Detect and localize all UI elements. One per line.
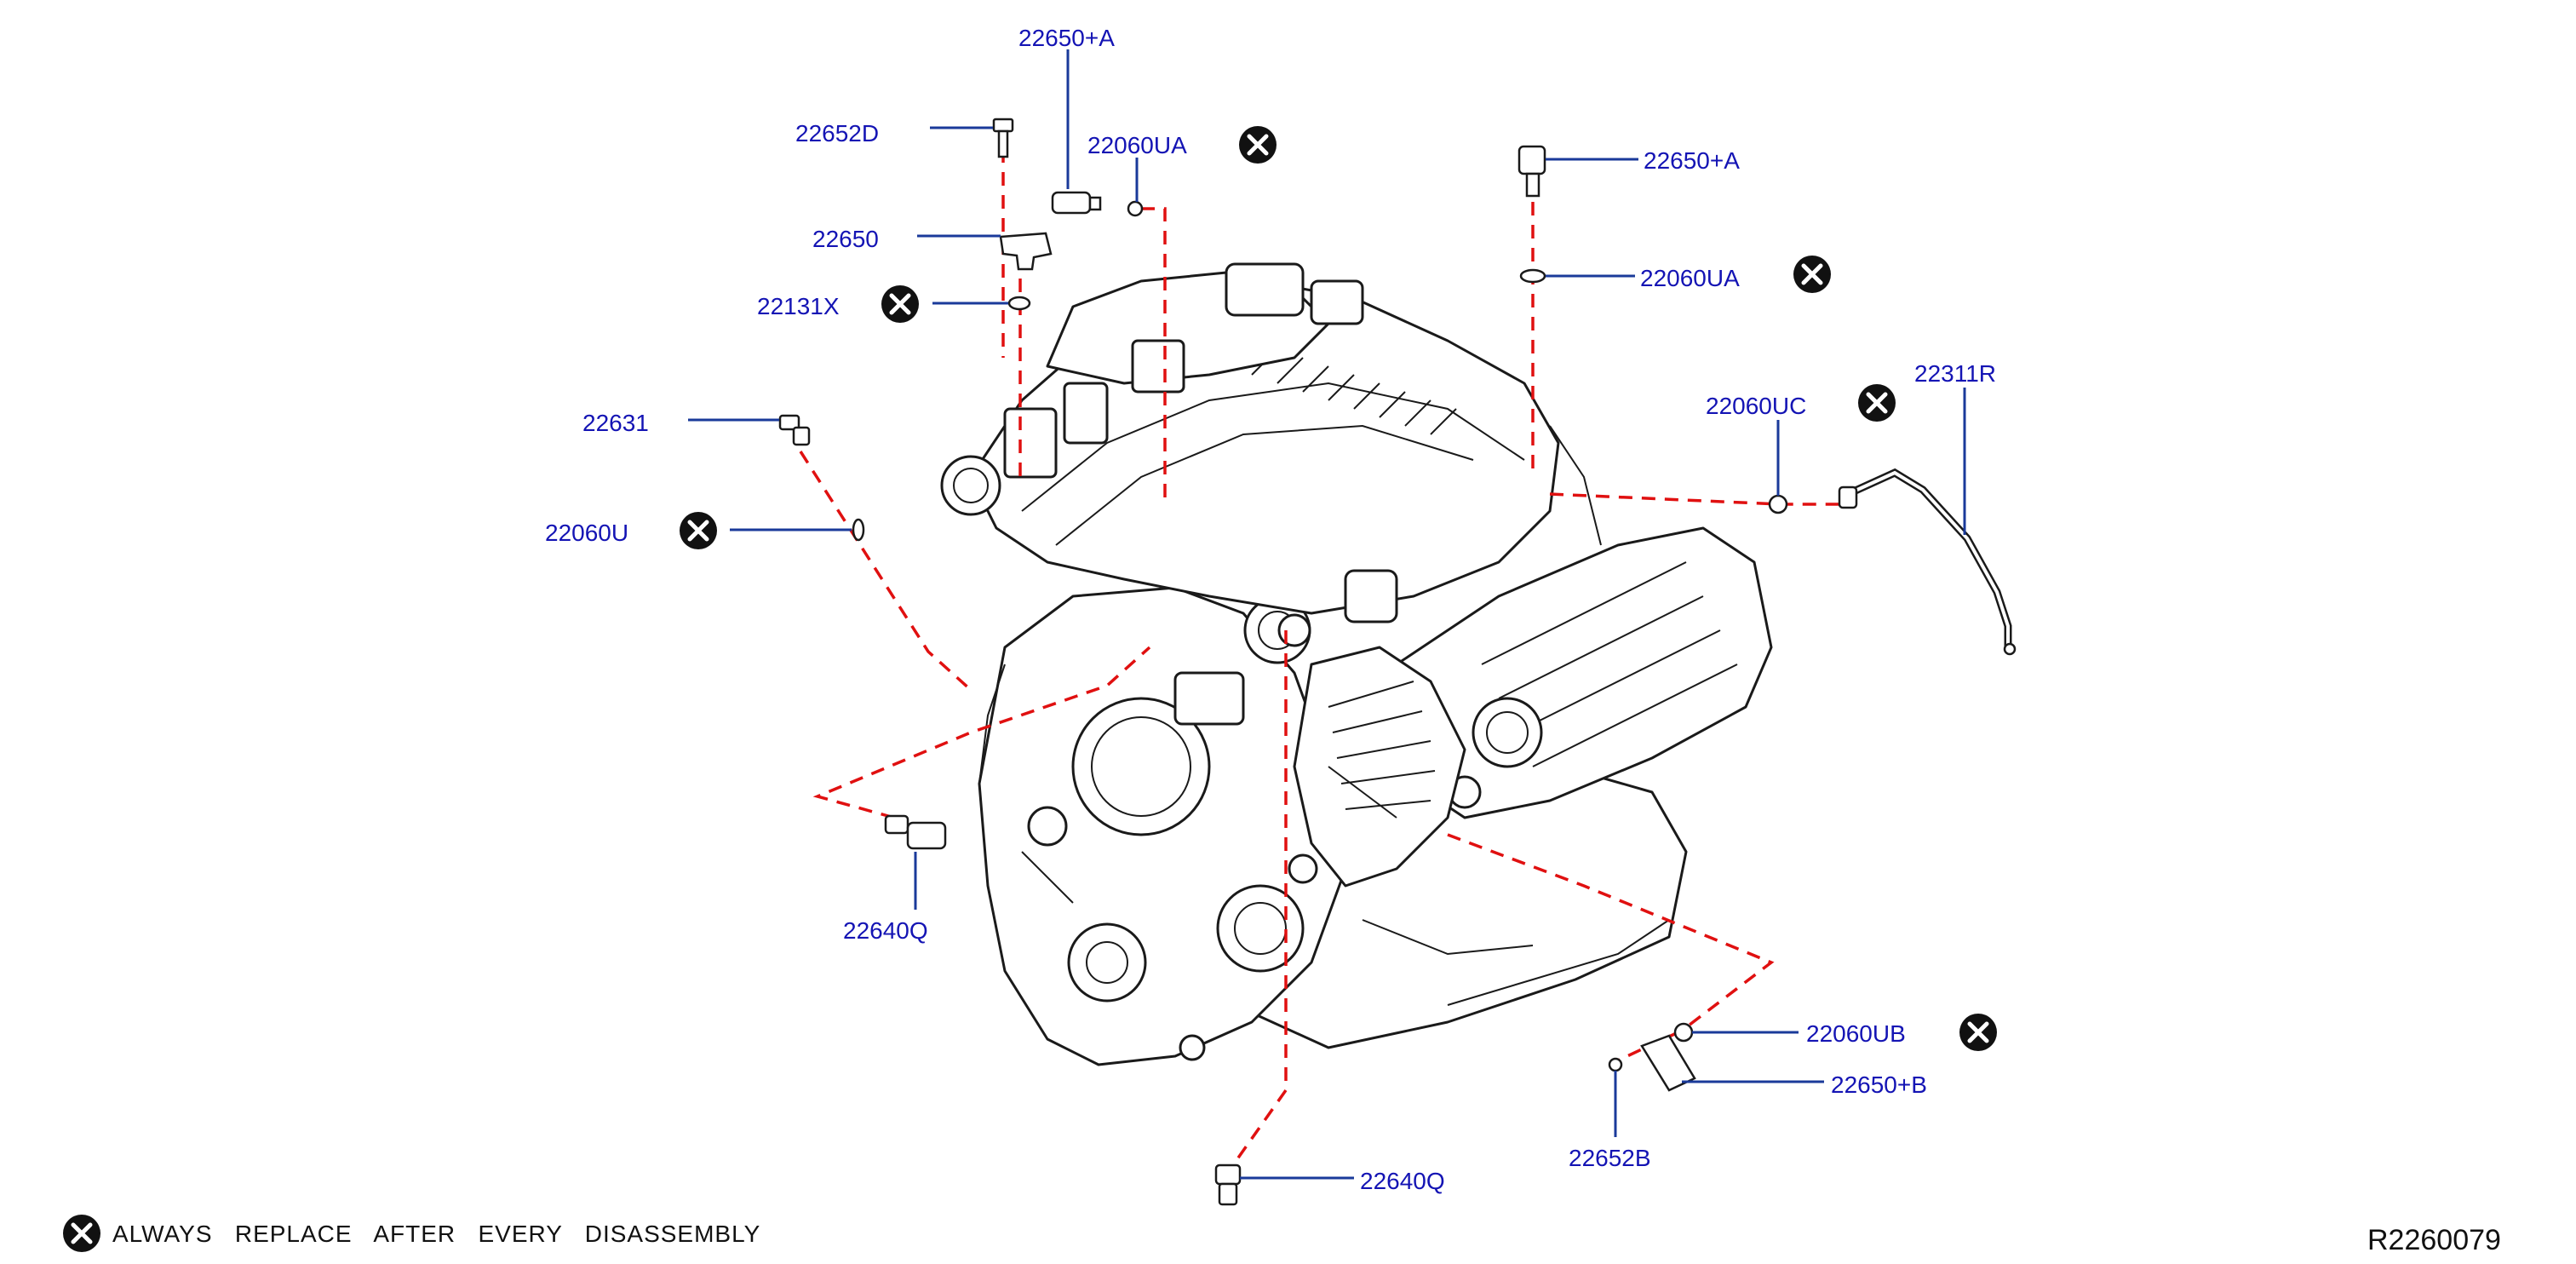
label-22652d: 22652D [795,120,879,147]
label-22650-b: 22650+B [1831,1072,1927,1098]
leader-lines [688,49,1966,1180]
replace-x-icon [63,1215,100,1252]
replace-x-icon [680,512,717,549]
label-22640q-left: 22640Q [843,917,928,944]
label-22131x: 22131X [757,293,840,319]
label-22060ua-top: 22060UA [1087,132,1187,158]
label-22650-a-right: 22650+A [1644,147,1740,174]
label-22060u: 22060U [545,520,628,546]
label-22311r: 22311R [1914,360,1996,387]
part-labels: 22650+A 22652D 22060UA 22650 22131X 2263… [545,25,1996,1194]
replace-x-icon [1858,384,1896,422]
label-22060uc: 22060UC [1706,393,1806,419]
small-parts [778,118,2017,1206]
legend-text: ALWAYS REPLACE AFTER EVERY DISASSEMBLY [112,1221,760,1247]
replace-x-icon [1793,256,1831,293]
label-22650-a-top: 22650+A [1018,25,1115,51]
label-22631: 22631 [582,410,649,436]
label-22640q-bottom: 22640Q [1360,1168,1445,1194]
diagram-reference-code: R2260079 [2367,1224,2501,1256]
engine-illustration [940,262,1773,1066]
replace-x-icon [1959,1014,1997,1051]
label-22652b: 22652B [1569,1145,1651,1171]
label-22060ub: 22060UB [1806,1020,1906,1047]
label-22650: 22650 [812,226,879,252]
legend: ALWAYS REPLACE AFTER EVERY DISASSEMBLY [63,1215,760,1252]
replace-x-icon [1239,126,1277,164]
label-22060ua-right: 22060UA [1640,265,1740,291]
replace-x-icon [881,285,919,323]
